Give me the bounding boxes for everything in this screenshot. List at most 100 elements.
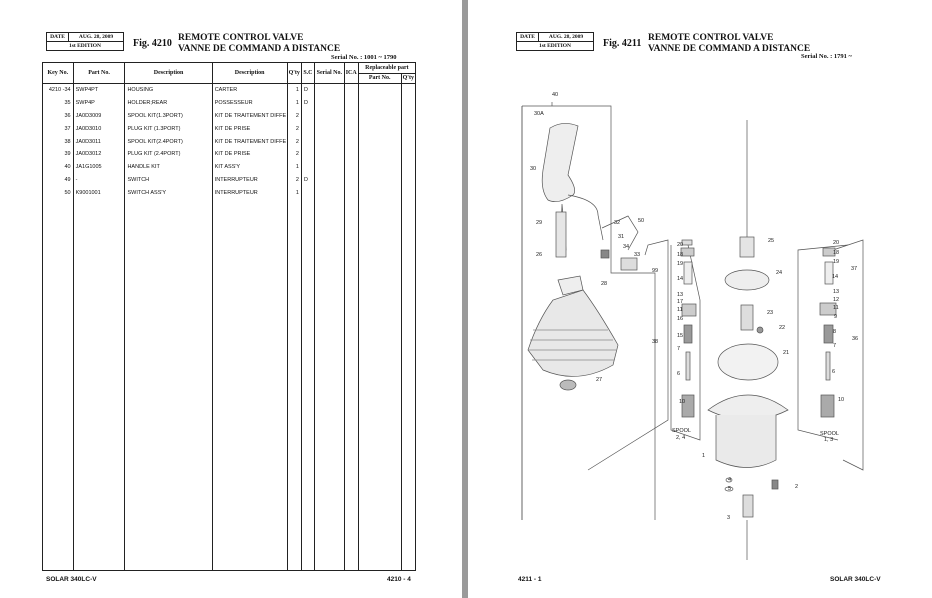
page-title: REMOTE CONTROL VALVE VANNE DE COMMAND A … [178,33,340,55]
cell-part: JA0D3012 [72,147,126,161]
title-en: REMOTE CONTROL VALVE [648,33,774,43]
cell-empty [343,199,359,571]
cell-empty [400,122,417,136]
callout-label: 33 [634,252,641,258]
cell-empty [343,83,359,97]
callout-label: 16 [677,316,684,322]
callout-label: 37 [851,266,858,272]
cell-empty [357,173,402,187]
cell-qty: 1 [286,83,302,97]
cell-qty: 2 [286,147,302,161]
cell-empty [343,109,359,123]
callout-label: 7 [677,346,681,352]
callout-label: 34 [623,244,630,250]
header-replaceable: Replaceable part [357,62,417,74]
callout-label: 36 [852,336,859,342]
header-description: Description [124,62,213,84]
callout-label: 8 [833,329,837,335]
cell-desc: HOUSING [124,83,213,97]
cell-empty [124,199,213,571]
cell-empty [400,83,417,97]
cell-empty [343,96,359,110]
cell-desc_fr: INTERRUPTEUR [211,186,288,200]
cell-part: JA0D3010 [72,122,126,136]
callout-label: 11 [677,307,683,313]
callout-label: 30 [530,166,537,172]
cell-key: 4210 -34 [42,83,74,97]
cell-desc_fr: KIT DE PRISE [211,122,288,136]
cell-qty: 1 [286,186,302,200]
title-fr: VANNE DE COMMAND A DISTANCE [178,44,341,54]
handle-group [521,102,669,520]
page-title: REMOTE CONTROL VALVE VANNE DE COMMAND A … [648,33,810,55]
footer-page: 4211 - 1 [518,576,542,583]
header-key-no: Key No. [42,62,74,84]
cell-part: JA0D3009 [72,109,126,123]
cell-empty [313,96,345,110]
callout-label: 25 [768,238,775,244]
header-description-fr: Description [211,62,288,84]
serial-range: Serial No. : 1001 ~ 1790 [331,54,397,61]
cell-qty: 2 [286,122,302,136]
header-rp-qty: Q'ty [400,72,417,84]
cell-empty [357,96,402,110]
cell-desc_fr: KIT DE TRAITEMENT DIFFE [211,109,288,123]
cell-part: JA0D3011 [72,135,126,148]
edition: 1st EDITION [539,43,571,49]
figure-number: Fig. 4211 [603,38,642,49]
callout-label: 12 [833,297,840,303]
header-qty: Q'ty [286,62,302,84]
cell-empty [343,173,359,187]
table-filler-row [42,199,417,571]
footer-model: SOLAR 340LC-V [46,576,97,583]
callout-label: 6 [832,369,836,375]
cell-empty [357,122,402,136]
cell-key: 37 [42,122,74,136]
callout-label: 13 [833,289,840,295]
callout-label: 13 [677,292,684,298]
callout-label: 19 [677,261,684,267]
callout-label: 32 [614,220,621,226]
cell-empty [357,147,402,161]
footer-model: SOLAR 340LC-V [830,576,881,583]
exploded-diagram [521,102,864,560]
title-fr: VANNE DE COMMAND A DISTANCE [648,44,811,54]
callout-label: 10 [838,397,845,403]
callout-label: 11 [833,305,839,311]
cell-empty [343,147,359,161]
cell-desc: HOLDER;REAR [124,96,213,110]
cell-empty [300,199,315,571]
cell-empty [343,122,359,136]
callout-label: 18 [833,250,840,256]
cell-key: 35 [42,96,74,110]
footer-page: 4210 - 4 [387,576,411,583]
callout-label: 26 [536,252,543,258]
cell-empty [313,109,345,123]
cell-qty: 1 [286,160,302,174]
cell-empty [313,147,345,161]
cell-part: SWP4P [72,96,126,110]
cell-empty [313,186,345,200]
callout-label: 24 [776,270,783,276]
callout-label: 27 [596,377,603,383]
cell-sc [300,122,315,136]
header-sc: S.C [300,62,315,84]
cell-empty [42,199,74,571]
cell-sc [300,147,315,161]
cell-desc_fr: KIT ASS'Y [211,160,288,174]
header-ica: ICA [343,62,359,84]
callout-label: 20 [833,240,840,246]
cell-qty: 2 [286,173,302,187]
cell-empty [343,186,359,200]
cell-empty [400,109,417,123]
